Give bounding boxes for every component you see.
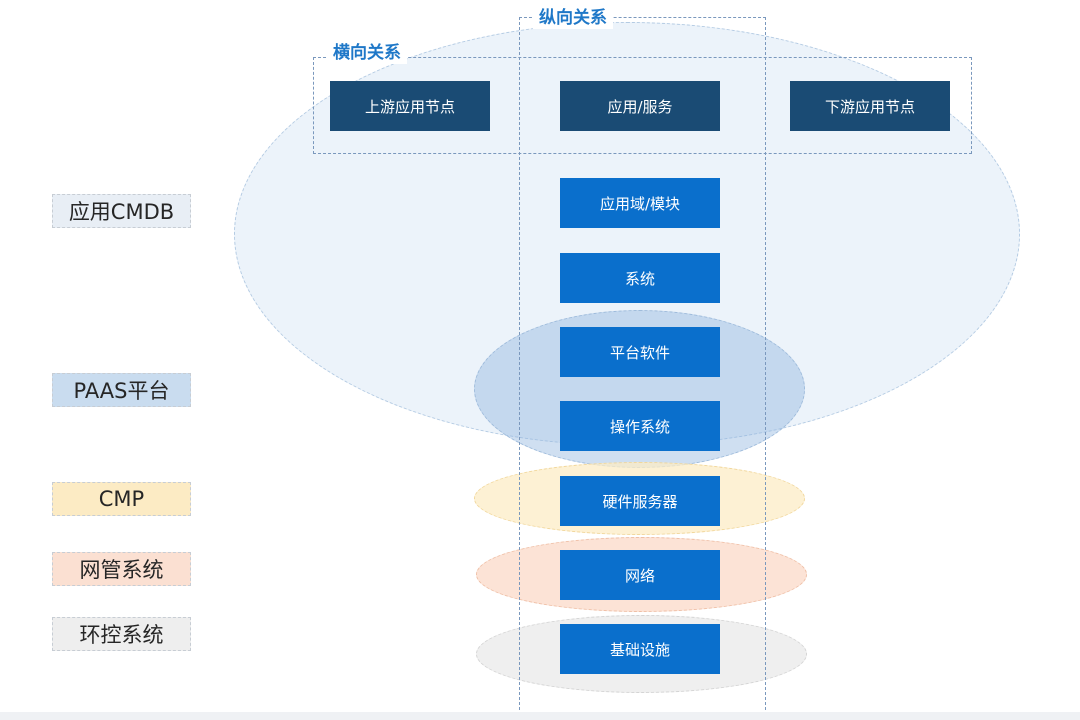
infrastructure-node: 基础设施 — [560, 624, 720, 674]
system-node: 系统 — [560, 253, 720, 303]
upstream-app-node: 上游应用节点 — [330, 81, 490, 131]
bottom-strip — [0, 712, 1080, 720]
downstream-app-node: 下游应用节点 — [790, 81, 950, 131]
vertical-relation-title: 纵向关系 — [533, 7, 613, 29]
horizontal-relation-box — [313, 57, 972, 154]
horizontal-relation-title: 横向关系 — [327, 42, 407, 64]
network-node: 网络 — [560, 550, 720, 600]
app-domain-module-node: 应用域/模块 — [560, 178, 720, 228]
paas-platform-label: PAAS平台 — [52, 373, 191, 407]
cmp-label: CMP — [52, 482, 191, 516]
app-cmdb-label: 应用CMDB — [52, 194, 191, 228]
env-control-system-label: 环控系统 — [52, 617, 191, 651]
platform-software-node: 平台软件 — [560, 327, 720, 377]
hardware-server-node: 硬件服务器 — [560, 476, 720, 526]
network-mgmt-system-label: 网管系统 — [52, 552, 191, 586]
app-service-node: 应用/服务 — [560, 81, 720, 131]
operating-system-node: 操作系统 — [560, 401, 720, 451]
